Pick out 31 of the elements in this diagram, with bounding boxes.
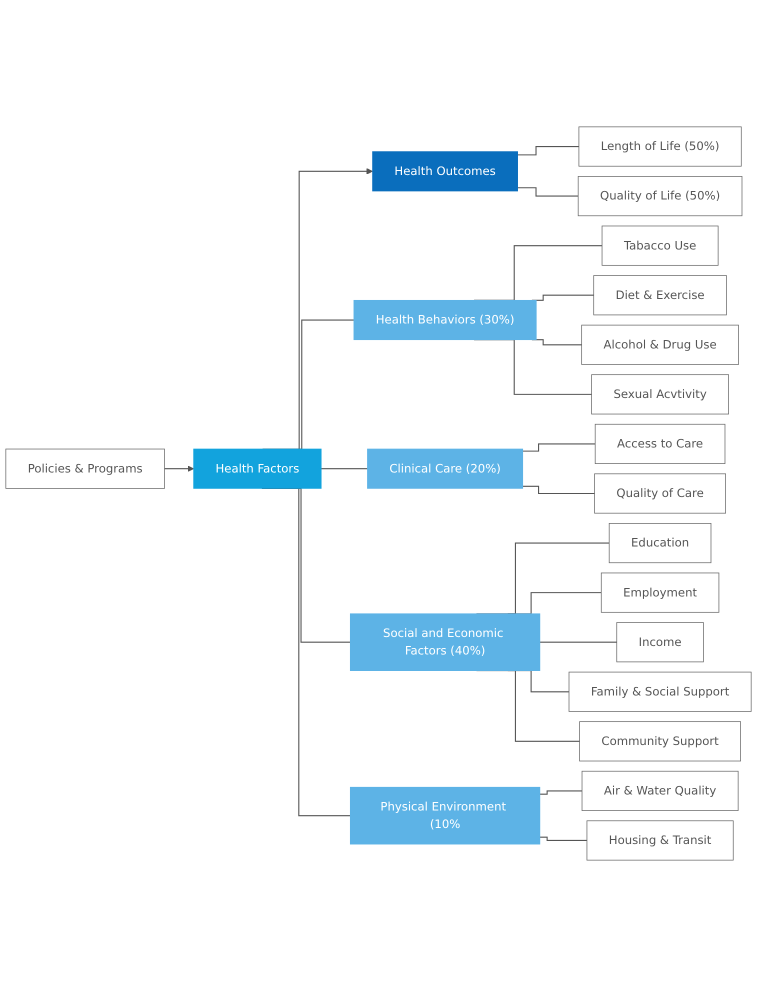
node-box: Quality of Life (50%): [578, 176, 742, 216]
connector: [522, 486, 595, 494]
node-box: Employment: [600, 572, 720, 613]
connector: [540, 642, 617, 643]
connector: [321, 468, 368, 470]
node-box: Health Factors: [193, 448, 322, 489]
node-box: Tabacco Use: [602, 226, 718, 266]
node-box: Community Support: [579, 721, 741, 762]
node-box: Housing & Transit: [586, 820, 734, 861]
connector: [522, 443, 596, 452]
node-box: Social and Economic Factors (40%): [350, 613, 540, 671]
node-box: Education: [608, 523, 712, 564]
node-box: Family & Social Support: [568, 672, 752, 712]
connector: [518, 146, 579, 156]
arrow: [164, 466, 194, 472]
node-box: Length of Life (50%): [578, 126, 742, 167]
node-box: Air & Water Quality: [582, 770, 738, 811]
node-box: Clinical Care (20%): [367, 448, 524, 489]
node-box: Quality of Care: [594, 473, 726, 514]
node-box: Sexual Acvtivity: [591, 374, 729, 414]
connector: [540, 836, 587, 842]
node-box: Policies & Programs: [5, 448, 165, 489]
node-box: Diet & Exercise: [593, 275, 727, 316]
node-box: Health Outcomes: [372, 151, 518, 192]
node-box: Alcohol & Drug Use: [581, 324, 739, 365]
node-box: Physical Environment (10%: [350, 786, 540, 844]
connector: [518, 187, 578, 197]
connector: [540, 790, 582, 795]
node-box: Health Behaviors (30%): [354, 300, 537, 340]
node-box: Income: [616, 622, 704, 662]
node-box: Access to Care: [594, 424, 726, 464]
